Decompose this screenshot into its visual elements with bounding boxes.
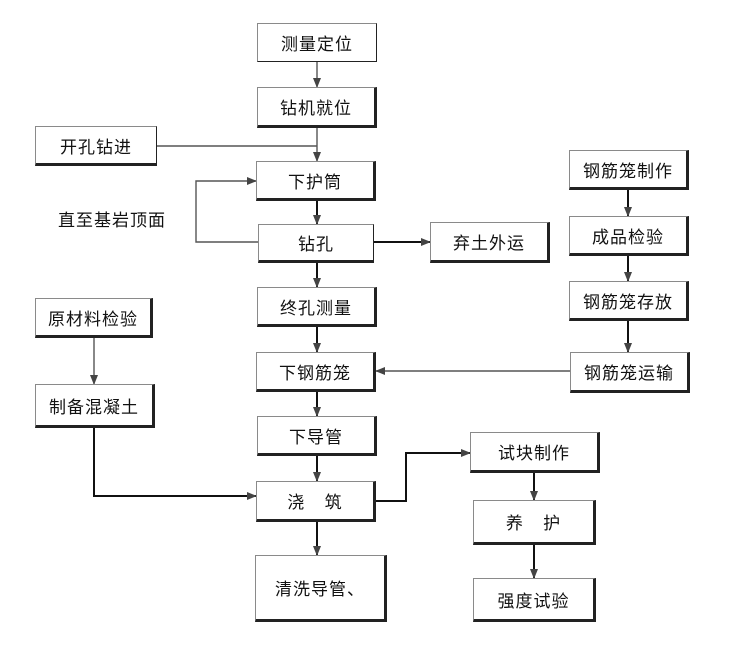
node-tremie: 下导管 xyxy=(257,416,377,456)
arrow-pour-to-specimen xyxy=(376,449,471,502)
loop-drill-to-casing xyxy=(195,177,258,243)
node-survey: 测量定位 xyxy=(257,23,377,62)
node-raw-check: 原材料检验 xyxy=(35,298,153,338)
arrow-concrete-to-pour xyxy=(93,428,257,500)
node-casing: 下护筒 xyxy=(256,161,376,201)
node-cure: 养 护 xyxy=(473,500,596,545)
node-lower-cage: 下钢筋笼 xyxy=(256,352,376,392)
node-concrete: 制备混凝土 xyxy=(35,384,155,428)
node-cage-store: 钢筋笼存放 xyxy=(569,281,689,321)
node-spoil: 弃土外运 xyxy=(430,222,550,263)
node-clean: 清洗导管、 xyxy=(255,555,387,622)
node-pour: 浇 筑 xyxy=(256,481,376,522)
node-cage-make: 钢筋笼制作 xyxy=(569,150,689,190)
node-drill: 钻孔 xyxy=(258,224,374,263)
node-cage-transport: 钢筋笼运输 xyxy=(570,352,690,393)
node-strength: 强度试验 xyxy=(473,578,596,622)
node-rig: 钻机就位 xyxy=(257,87,377,128)
node-product-check: 成品检验 xyxy=(569,216,689,256)
node-start-drill: 开孔钻进 xyxy=(35,126,157,166)
label-bedrock-note: 直至基岩顶面 xyxy=(58,211,166,231)
node-final-measure: 终孔测量 xyxy=(257,287,377,327)
node-specimen: 试块制作 xyxy=(470,432,600,473)
